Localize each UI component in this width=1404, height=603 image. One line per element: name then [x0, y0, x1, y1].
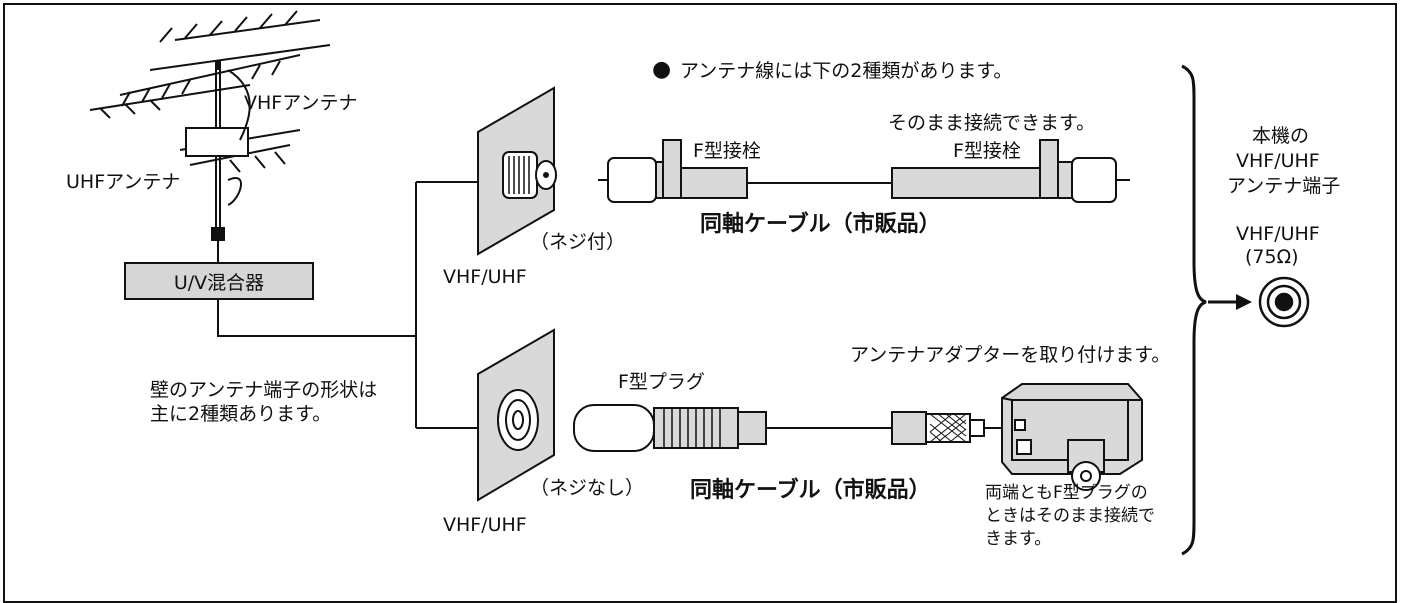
f-connector-left-label: F型接栓: [693, 140, 761, 162]
both-ends-line2: ときはそのまま接続で: [985, 506, 1155, 526]
cable-types-note: アンテナ線には下の2種類があります。: [680, 60, 1013, 82]
antenna-icon: [89, 10, 331, 241]
f-plug-label: F型プラグ: [618, 371, 705, 393]
mixer-box: U/V混合器: [124, 262, 314, 300]
uhf-antenna-label: UHFアンテナ: [66, 171, 181, 193]
coax-cable-bottom-label: 同軸ケーブル（市販品）: [690, 478, 931, 503]
antenna-adapter-icon: [1001, 383, 1143, 491]
brace-icon: [1181, 64, 1207, 556]
coax-cable-top-label: 同軸ケーブル（市販品）: [700, 212, 941, 237]
wire-mixer-to-split: [217, 300, 416, 337]
device-port-icon: [1258, 276, 1310, 328]
direct-connect-label: そのまま接続できます。: [888, 112, 1096, 134]
both-ends-line3: きます。: [985, 529, 1052, 549]
f-connector-icon-right: [891, 139, 1130, 203]
arrow-right-icon: [1208, 294, 1252, 310]
wall-vhf-uhf-top-label: VHF/UHF: [443, 266, 527, 288]
wall-terminal-note-line2: 主に2種類あります。: [150, 403, 332, 425]
device-port-line1: VHF/UHF: [1236, 223, 1320, 245]
adapter-note: アンテナアダプターを取り付けます。: [850, 344, 1171, 366]
unthreaded-label: （ネジなし）: [530, 477, 645, 499]
wall-vhf-uhf-bottom-label: VHF/UHF: [443, 514, 527, 536]
bullet: ●: [652, 57, 672, 82]
wall-plate-icon-bottom: [477, 328, 555, 502]
device-label-line2: VHF/UHF: [1236, 150, 1320, 172]
device-label-line3: アンテナ端子: [1227, 175, 1341, 197]
wall-terminal-note-line1: 壁のアンテナ端子の形状は: [150, 379, 378, 401]
both-ends-line1: 両端ともF型プラグの: [985, 483, 1148, 503]
device-port-line2: (75Ω): [1245, 246, 1299, 268]
cable-end: [891, 411, 1002, 445]
f-plug-icon: [573, 404, 767, 452]
wall-plate-icon: [477, 86, 557, 256]
device-label-line1: 本機の: [1252, 125, 1310, 147]
f-connector-right-label: F型接栓: [953, 140, 1021, 162]
f-connector-icon: [598, 139, 748, 203]
threaded-label: （ネジ付）: [530, 231, 626, 253]
diagram-artwork: [89, 10, 1310, 556]
vhf-antenna-label: VHFアンテナ: [244, 92, 358, 114]
